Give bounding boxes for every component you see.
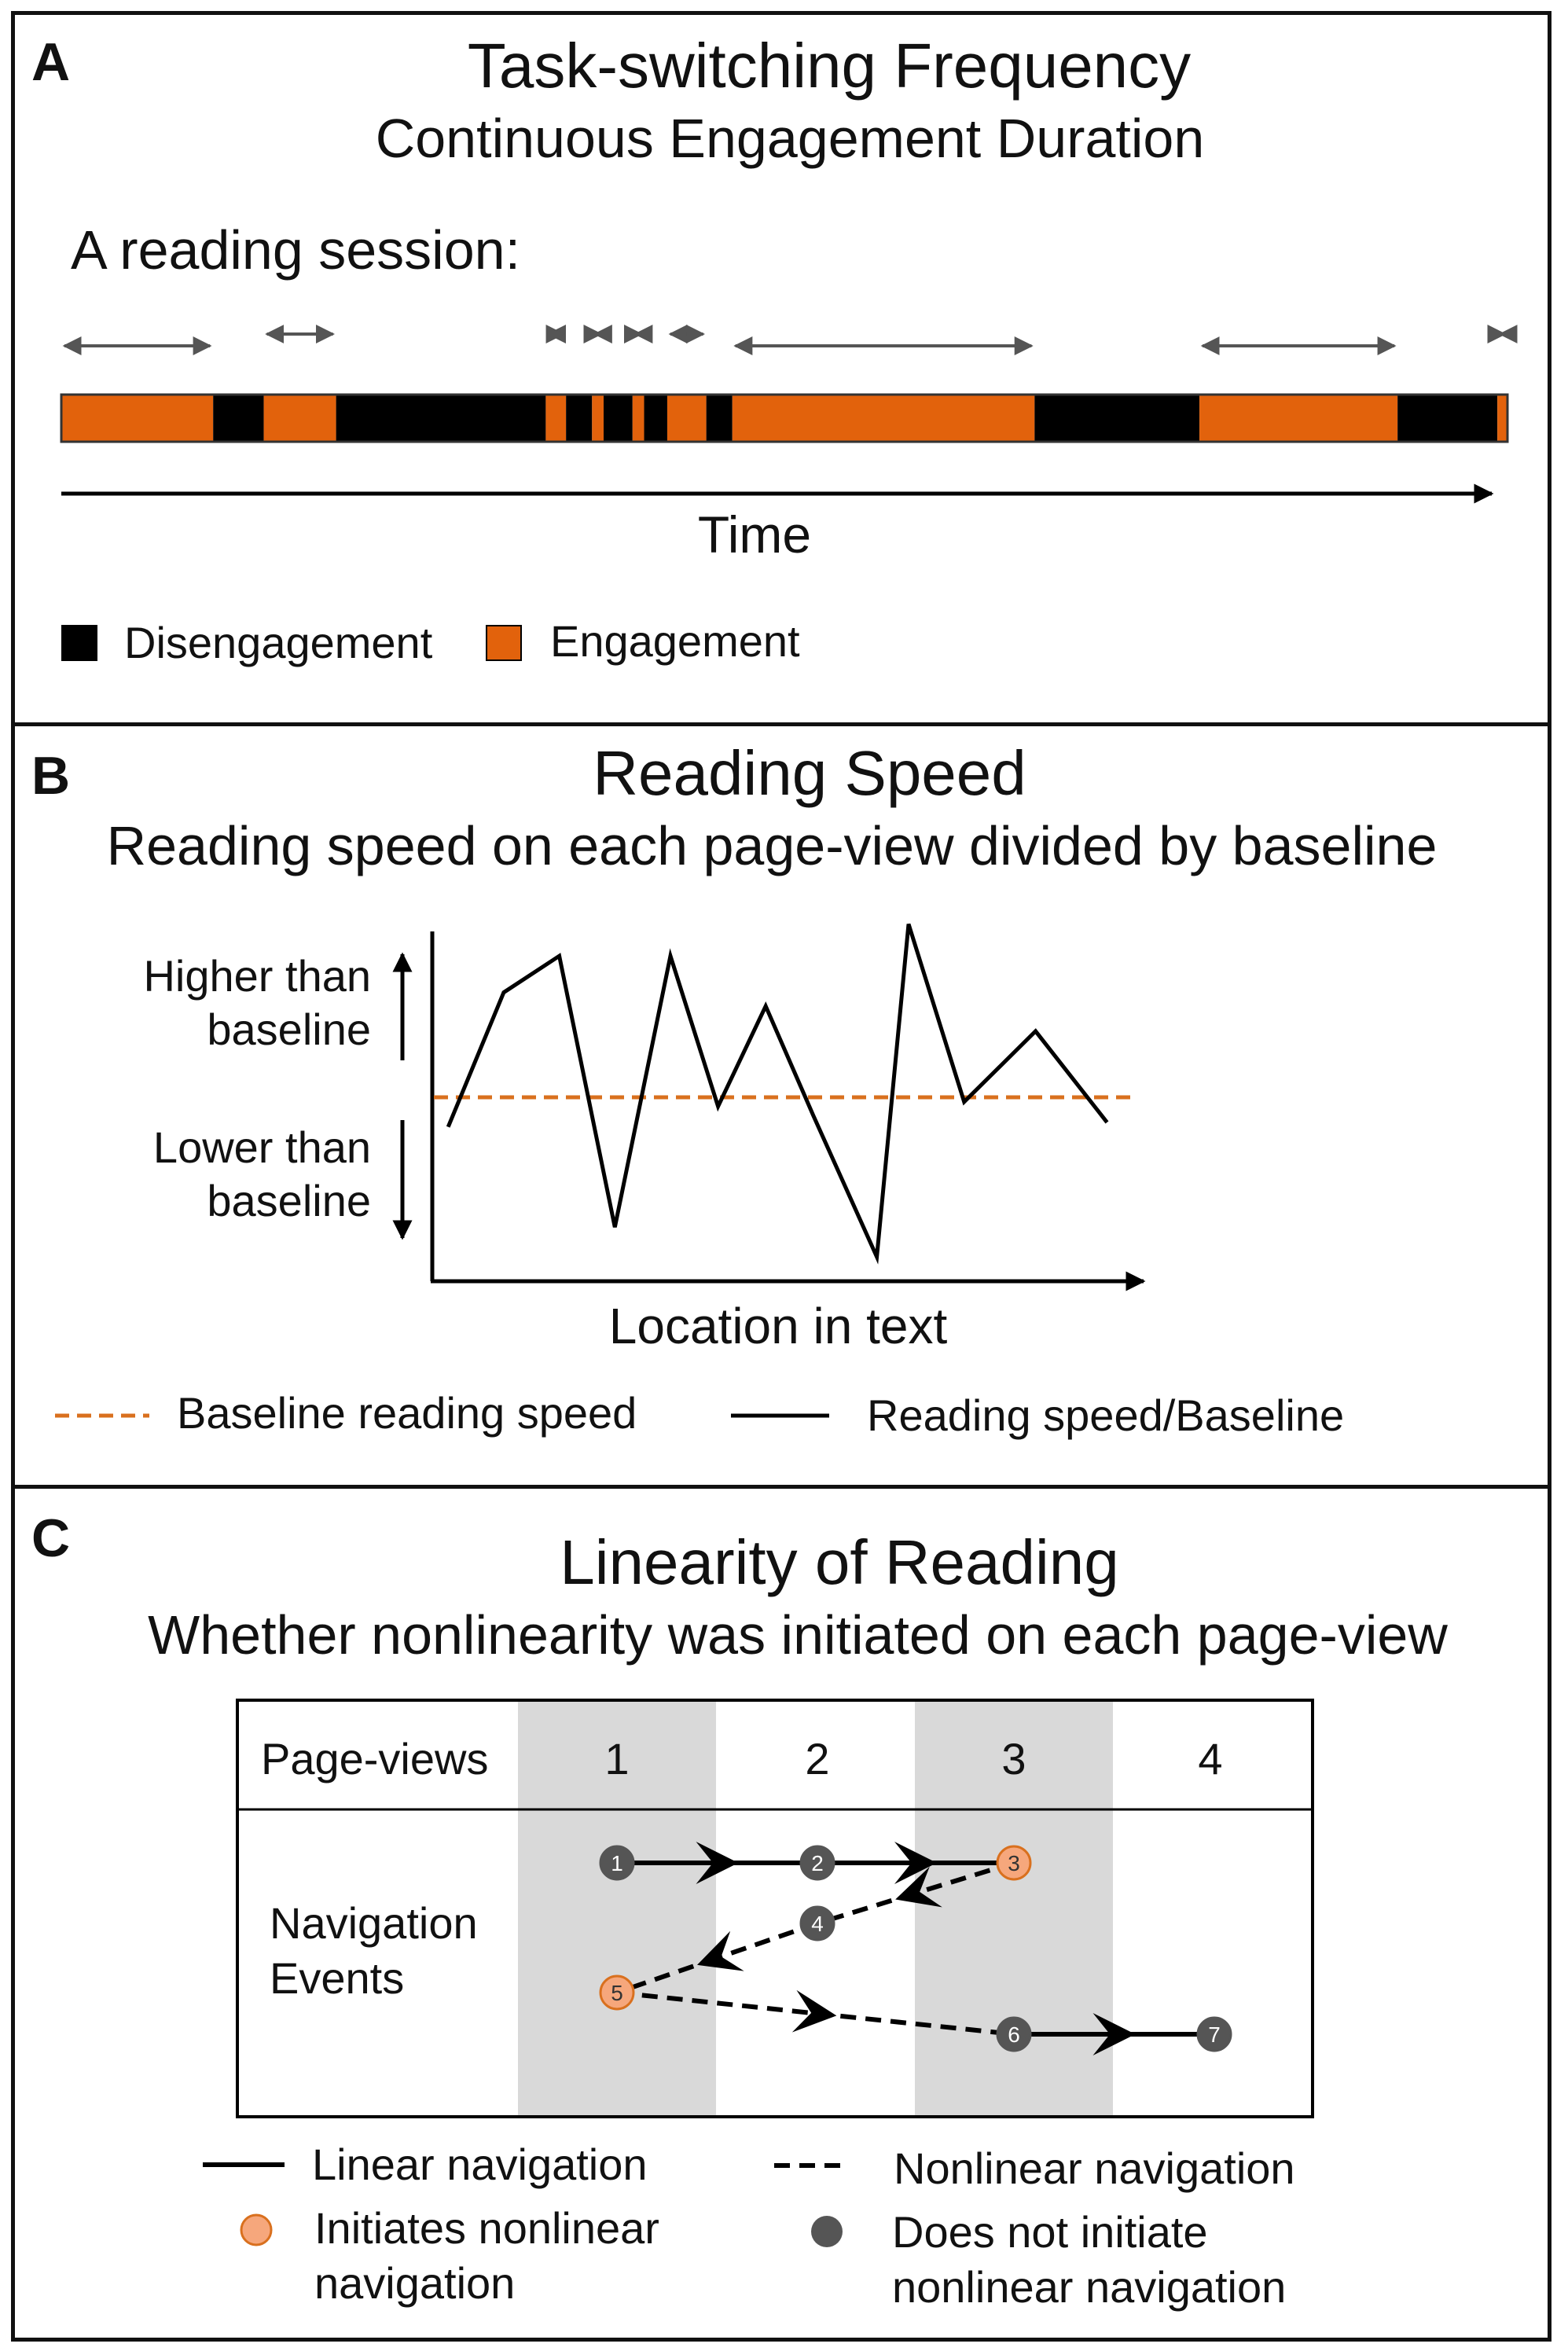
panel-a-letter: A <box>31 32 71 92</box>
legend-initiates-label: Initiates nonlinear navigation <box>314 2201 659 2311</box>
engagement-segment <box>1497 395 1507 442</box>
shaded-columns <box>518 1702 1113 2115</box>
engagement-segment <box>732 395 1035 442</box>
engagement-segment <box>263 395 336 442</box>
disengagement-segment <box>1397 395 1498 442</box>
panel-a <box>11 11 1551 726</box>
column-label-3: 3 <box>1001 1734 1026 1783</box>
timeline-border <box>60 393 1509 443</box>
event-node-label-6: 6 <box>1008 2022 1020 2047</box>
timeline-bar <box>61 395 1507 442</box>
shaded-column-1 <box>518 1702 716 2115</box>
disengagement-segment <box>644 395 667 442</box>
panel-c-title: Linearity of Reading <box>560 1527 1119 1597</box>
panel-a-subtitle: Continuous Engagement Duration <box>375 108 1205 169</box>
event-node-4 <box>799 1905 835 1941</box>
legend-not-initiates-label: Does not initiate nonlinear navigation <box>892 2205 1286 2315</box>
event-node-3 <box>996 1845 1032 1881</box>
chart-x-label: Location in text <box>608 1298 948 1354</box>
higher-label-line-2: baseline <box>207 1005 371 1054</box>
table-header-label: Page-views <box>261 1734 489 1783</box>
event-node-label-5: 5 <box>611 1981 623 2005</box>
disengagement-segment <box>706 395 733 442</box>
navigation-events-label: Navigation Events <box>270 1896 478 2006</box>
panel-b-letter: B <box>31 746 71 806</box>
nonlinear-link <box>895 1861 1015 1908</box>
reading-speed-chart <box>55 923 1146 1418</box>
disengagement-segment <box>566 395 593 442</box>
page-view-table <box>236 1699 1314 2118</box>
navigation-events: 1 2 3 4 5 6 7 <box>599 1845 1232 2052</box>
panel-b-title: Reading Speed <box>593 738 1026 808</box>
panel-b-subtitle: Reading speed on each page-view divided … <box>106 815 1438 876</box>
not-initiates-line-2: nonlinear navigation <box>892 2262 1287 2312</box>
time-axis-label: Time <box>697 505 812 564</box>
disengagement-segment <box>336 395 546 442</box>
nonlinear-link <box>696 1921 818 1971</box>
engagement-segment <box>632 395 644 442</box>
event-node-label-7: 7 <box>1208 2022 1221 2047</box>
disengagement-segment <box>1034 395 1200 442</box>
column-label-2: 2 <box>805 1734 830 1783</box>
event-node-7 <box>1196 2016 1232 2052</box>
disengagement-swatch <box>61 625 97 661</box>
engagement-segment <box>1199 395 1398 442</box>
engagement-duration-arrows <box>62 325 1518 355</box>
not-initiates-line-1: Does not initiate <box>892 2207 1208 2257</box>
event-node-5 <box>599 1974 635 2011</box>
legend-nonlinear-label: Nonlinear navigation <box>894 2143 1295 2193</box>
panel-c-subtitle: Whether nonlinearity was initiated on ea… <box>148 1604 1448 1666</box>
engagement-segment <box>545 395 567 442</box>
engagement-timeline <box>60 325 1518 504</box>
panel-c-letter: C <box>31 1508 71 1568</box>
legend-linear-label: Linear navigation <box>312 2140 648 2189</box>
nonlinear-link <box>616 1989 837 2033</box>
event-node-label-3: 3 <box>1008 1851 1020 1875</box>
row-label-line-1: Navigation <box>270 1898 478 1948</box>
initiates-line-1: Initiates nonlinear <box>314 2203 659 2253</box>
event-node-label-1: 1 <box>611 1851 623 1875</box>
legend-disengagement-label: Disengagement <box>124 618 433 667</box>
disengagement-segment <box>213 395 264 442</box>
disengagement-segment <box>604 395 633 442</box>
engagement-segment <box>592 395 604 442</box>
lower-label-line-2: baseline <box>207 1176 371 1225</box>
event-node-2 <box>799 1845 835 1881</box>
lower-than-baseline-label: Lower than baseline <box>63 1121 371 1228</box>
panel-a-title: Task-switching Frequency <box>467 31 1192 101</box>
engagement-segment <box>666 395 707 442</box>
engagement-swatch <box>486 625 522 661</box>
row-label-line-2: Events <box>270 1953 405 2003</box>
legend-engagement-label: Engagement <box>550 616 800 666</box>
event-node-6 <box>996 2016 1032 2052</box>
lower-label-line-1: Lower than <box>152 1122 371 1172</box>
legend-baseline-label: Baseline reading speed <box>177 1388 637 1438</box>
panel-b <box>11 722 1551 1489</box>
engagement-segment <box>61 395 214 442</box>
legend-ratio-label: Reading speed/Baseline <box>867 1390 1345 1440</box>
event-node-label-2: 2 <box>811 1851 824 1875</box>
session-label: A reading session: <box>71 219 521 281</box>
nonlinear-link-tail <box>815 2011 1015 2037</box>
panel-c <box>11 1485 1551 2342</box>
column-label-4: 4 <box>1198 1734 1223 1783</box>
column-label-1: 1 <box>604 1734 630 1783</box>
event-node-1 <box>599 1845 635 1881</box>
event-node-label-4: 4 <box>811 1912 824 1936</box>
reading-speed-line <box>446 923 1109 1265</box>
higher-label-line-1: Higher than <box>143 951 371 1001</box>
higher-than-baseline-label: Higher than baseline <box>63 950 371 1056</box>
legend-initiates-marker <box>240 2213 273 2246</box>
initiates-line-2: navigation <box>314 2258 516 2308</box>
legend-not-initiates-marker <box>811 2216 843 2247</box>
